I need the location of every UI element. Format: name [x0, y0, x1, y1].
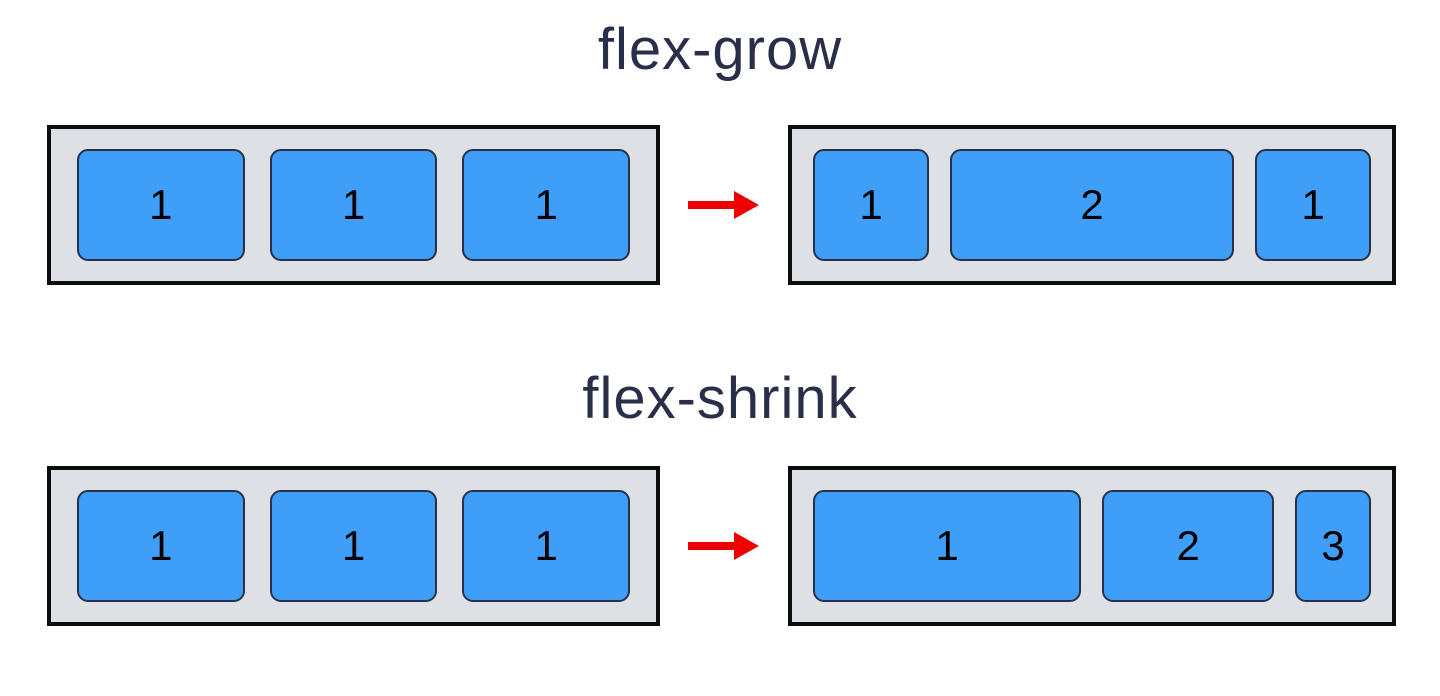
flex-item: 2: [950, 149, 1234, 261]
flex-item: 1: [813, 149, 929, 261]
section-flex-grow: flex-grow 1 1 1 1 2 1: [0, 6, 1440, 285]
transform-arrow: [660, 527, 788, 565]
flex-grow-before-container: 1 1 1: [47, 125, 660, 285]
flex-grow-after-container: 1 2 1: [788, 125, 1396, 285]
section-flex-shrink: flex-shrink 1 1 1 1 2 3: [0, 355, 1440, 626]
flex-item: 1: [462, 149, 631, 261]
flex-item: 1: [77, 490, 245, 602]
flex-grow-row: 1 1 1 1 2 1: [0, 125, 1440, 285]
flex-shrink-before-container: 1 1 1: [47, 466, 660, 626]
transform-arrow: [660, 186, 788, 224]
section-title-flex-shrink: flex-shrink: [582, 366, 858, 431]
flex-shrink-row: 1 1 1 1 2 3: [0, 466, 1440, 626]
flex-item: 3: [1295, 490, 1371, 602]
section-title-flex-grow: flex-grow: [597, 17, 843, 82]
flex-item: 1: [77, 149, 245, 261]
flex-item: 1: [462, 490, 631, 602]
right-arrow-icon: [688, 532, 759, 560]
flex-item: 2: [1102, 490, 1275, 602]
flex-item: 1: [1255, 149, 1371, 261]
flex-shrink-after-container: 1 2 3: [788, 466, 1396, 626]
right-arrow-shape: [688, 532, 759, 560]
right-arrow-shape: [688, 191, 759, 219]
flex-item: 1: [269, 490, 438, 602]
flex-item: 1: [269, 149, 438, 261]
right-arrow-icon: [688, 191, 759, 219]
flexbox-diagram: flex-grow 1 1 1 1 2 1 flex-shrink: [0, 6, 1440, 696]
flex-item: 1: [813, 490, 1082, 602]
